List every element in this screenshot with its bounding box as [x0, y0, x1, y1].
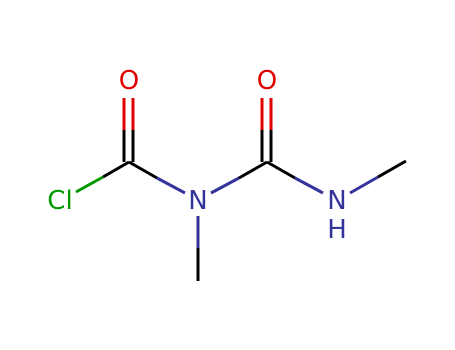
bond-n1-c2 [238, 160, 268, 180]
bond-n1-c2-blue [210, 176, 240, 195]
atom-oxygen-2: O [257, 66, 277, 96]
bond-n2-me-blue [349, 175, 379, 195]
atom-chlorine: Cl [47, 186, 72, 216]
bond-c1-n1-blue [156, 176, 186, 195]
bond-c2-n2 [266, 160, 296, 180]
atom-nitrogen-2: N [327, 186, 346, 216]
bond-c2-n2-blue [294, 176, 324, 195]
atom-oxygen-1: O [119, 66, 139, 96]
bond-c1-n1 [128, 160, 158, 180]
atom-nitrogen-1: N [188, 186, 207, 216]
atom-hydrogen: H [327, 215, 347, 245]
bond-c1-cl-green [75, 175, 104, 194]
bond-c1-cl [102, 160, 130, 179]
bond-n2-me [377, 159, 407, 179]
